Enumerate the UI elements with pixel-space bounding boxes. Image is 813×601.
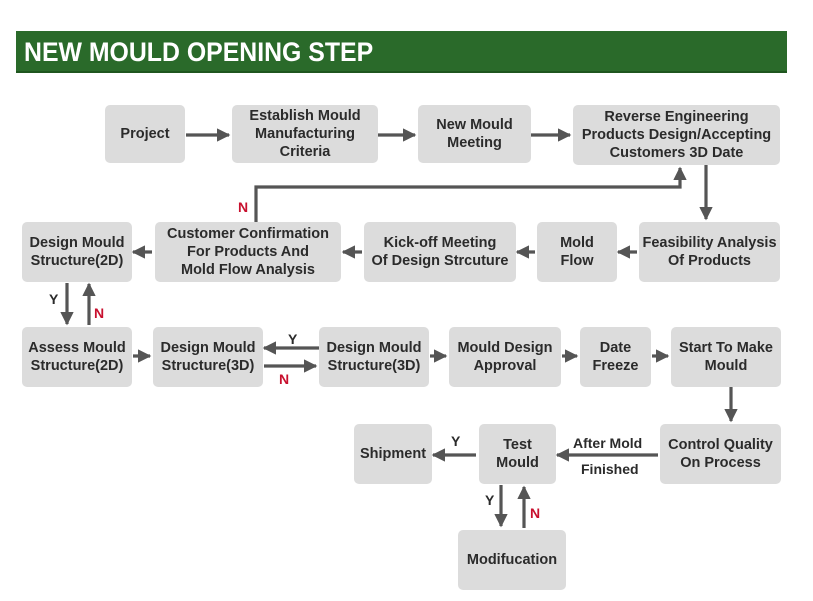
node-shipment: Shipment (354, 424, 432, 484)
node-design-structure-3d-b: Design Mould Structure(3D) (319, 327, 429, 387)
node-establish-criteria: Establish Mould Manufacturing Criteria (232, 105, 378, 163)
node-design-structure-3d-a: Design Mould Structure(3D) (153, 327, 263, 387)
node-design-structure-2d: Design Mould Structure(2D) (22, 222, 132, 282)
label-modification-no: N (530, 505, 541, 521)
node-assess-structure-2d: Assess Mould Structure(2D) (22, 327, 132, 387)
label-2d-yes: Y (49, 291, 59, 307)
node-start-to-make: Start To Make Mould (671, 327, 781, 387)
node-mold-flow: Mold Flow (537, 222, 617, 282)
node-date-freeze: Date Freeze (580, 327, 651, 387)
node-feasibility-analysis: Feasibility Analysis Of Products (639, 222, 780, 282)
label-shipment-yes: Y (451, 433, 461, 449)
label-modification-yes: Y (485, 492, 495, 508)
node-reverse-engineering: Reverse Engineering Products Design/Acce… (573, 105, 780, 165)
node-project: Project (105, 105, 185, 163)
page-title: NEW MOULD OPENING STEP (24, 37, 374, 67)
label-2d-no: N (94, 305, 105, 321)
label-after-mold: After Mold (573, 435, 643, 451)
node-control-quality: Control Quality On Process (660, 424, 781, 484)
label-finished: Finished (581, 461, 639, 477)
label-confirmation-no: N (238, 199, 249, 215)
node-new-mould-meeting: New Mould Meeting (418, 105, 531, 163)
label-3d-yes: Y (288, 331, 298, 347)
node-modification: Modifucation (458, 530, 566, 590)
node-customer-confirmation: Customer Confirmation For Products And M… (155, 222, 341, 282)
arrow-confirmation-back-to-reverse (254, 166, 687, 222)
title-banner: NEW MOULD OPENING STEP (16, 31, 787, 73)
node-kickoff-meeting: Kick-off Meeting Of Design Strcuture (364, 222, 516, 282)
node-design-approval: Mould Design Approval (449, 327, 561, 387)
label-3d-no: N (279, 371, 290, 387)
node-test-mould: Test Mould (479, 424, 556, 484)
